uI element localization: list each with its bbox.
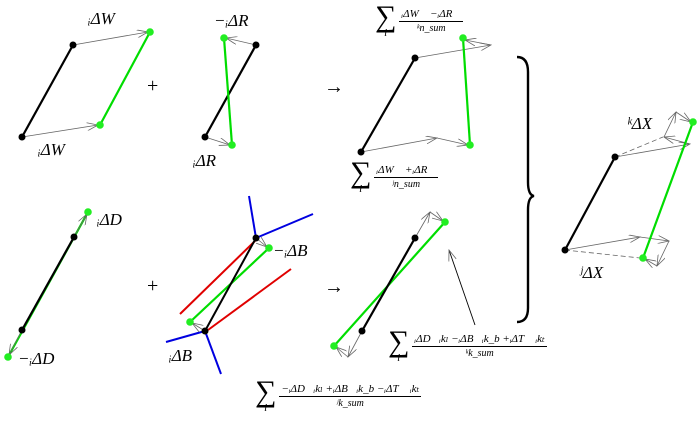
formula-mid-sum: ∑i ᵢΔW⃗ +ᵢΔR⃗ʲn_sum <box>350 156 438 195</box>
arrow-operator: → <box>324 276 344 298</box>
label-w-bottom: ᵢΔW⃗ <box>38 140 79 159</box>
plus-operator: + <box>147 275 159 297</box>
label-x-k: ᵏΔX⃗ <box>627 114 666 133</box>
curly-brace <box>516 55 535 324</box>
label-w-top: ᵢΔW⃗ <box>88 9 129 28</box>
panel-d <box>4 208 92 361</box>
panel-db-result <box>330 212 476 357</box>
label-x-j: ʲΔX⃗ <box>580 263 617 282</box>
plus-operator: + <box>147 75 159 97</box>
panel-b <box>165 195 314 375</box>
panel-w <box>18 28 154 141</box>
label-b-top: −ᵢΔB⃗ <box>273 241 321 260</box>
label-d-top: ᵢΔD⃗ <box>97 210 136 229</box>
formula-top-sum: ∑i ᵢΔW⃗ −ᵢΔR⃗ᵏn_sum <box>375 0 463 39</box>
panel-r <box>201 34 260 149</box>
label-d-bottom: −ᵢΔD⃗ <box>18 349 68 368</box>
arrow-operator: → <box>324 76 344 98</box>
label-r-bottom: ᵢΔR⃗ <box>193 151 230 170</box>
label-r-top: −ᵢΔR⃗ <box>214 11 262 30</box>
label-b-bottom: ᵢΔB⃗ <box>169 346 206 365</box>
panel-wr-result <box>357 34 492 156</box>
panel-x-result <box>561 112 697 266</box>
